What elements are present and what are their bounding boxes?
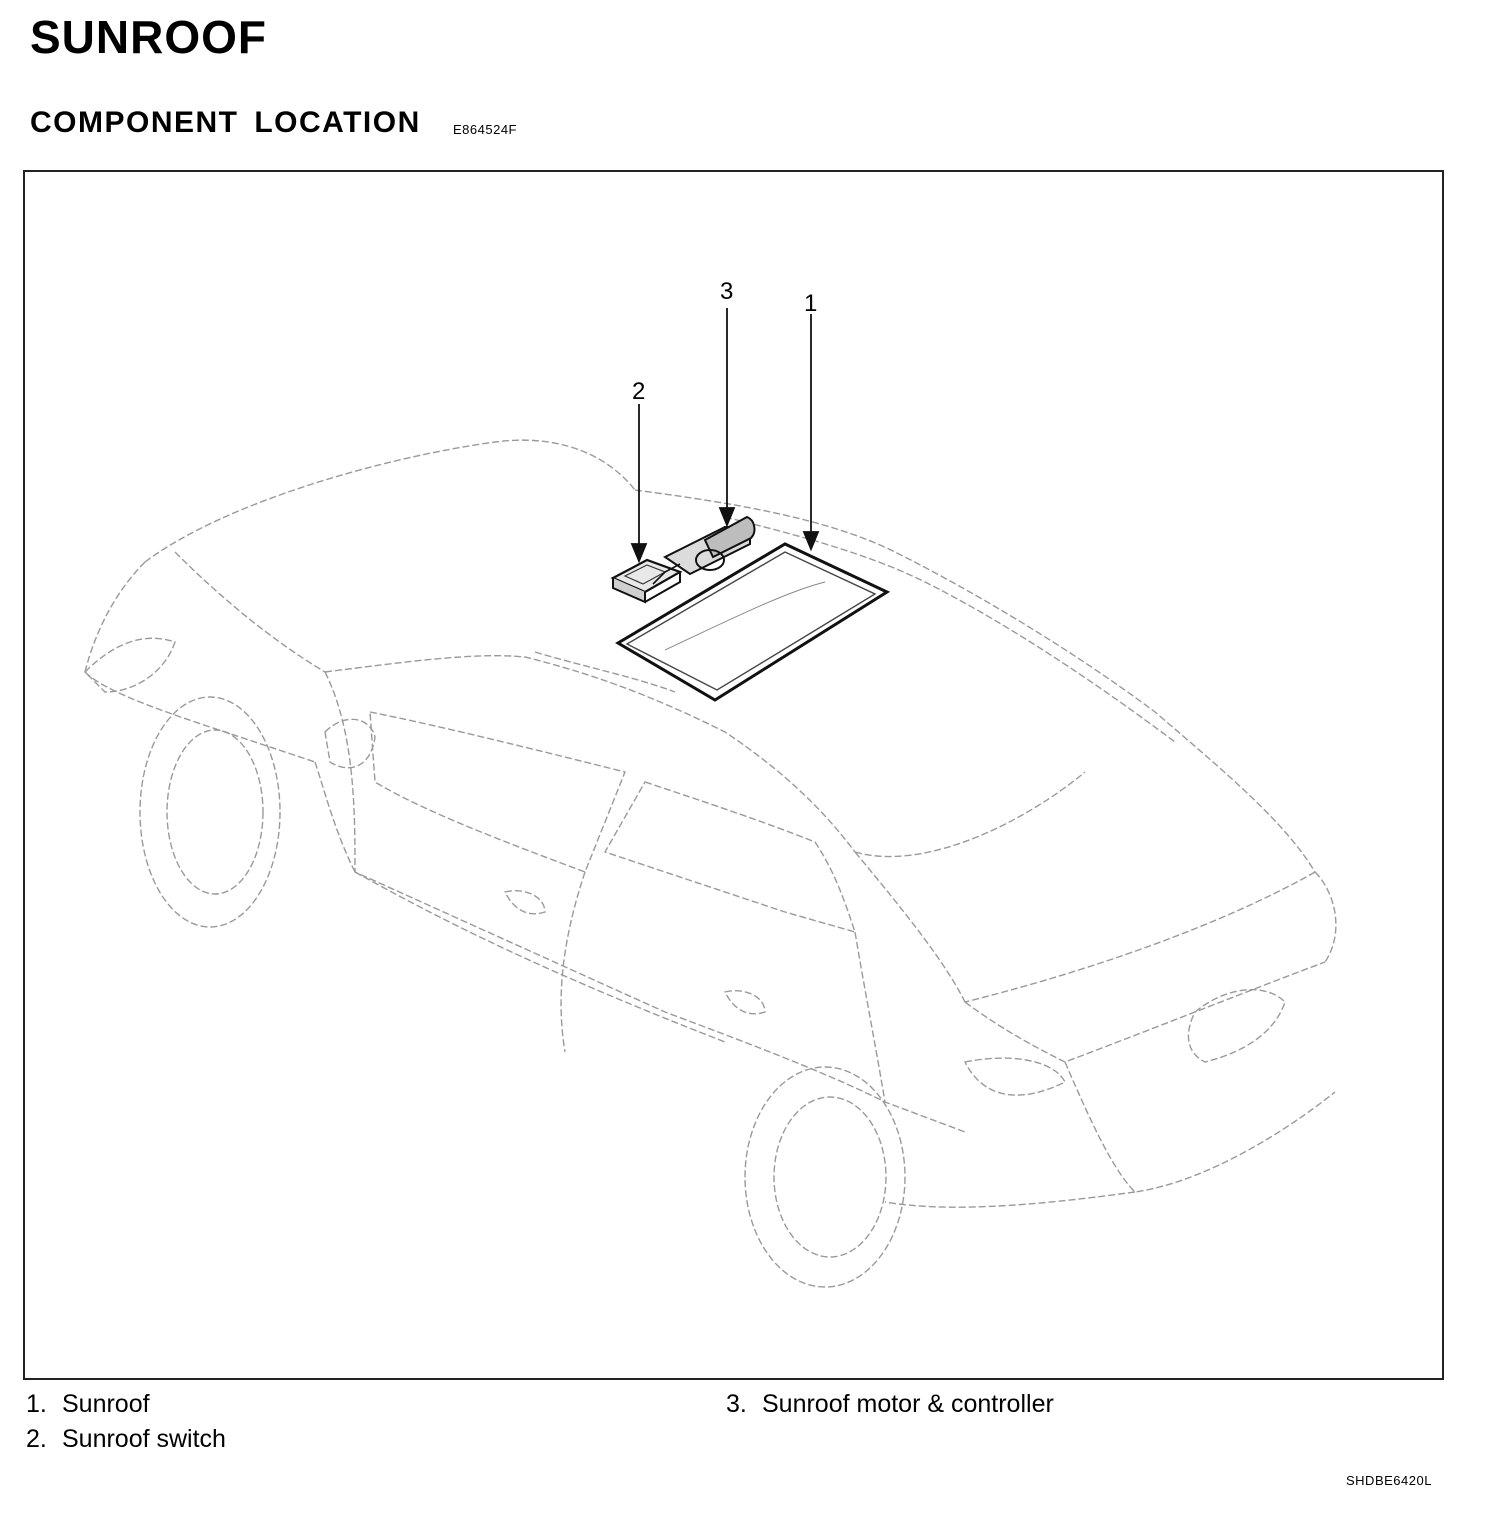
car-illustration [84, 308, 1337, 1288]
leader-arrow-2 [630, 543, 648, 564]
section-title: COMPONENT LOCATION [30, 106, 421, 139]
legend-number: 2. [26, 1425, 47, 1453]
leader-arrow-1 [802, 531, 820, 552]
legend-label: Sunroof motor & controller [762, 1390, 1054, 1418]
legend-item-sunroof: 1. Sunroof [26, 1390, 150, 1419]
page-title: SUNROOF [30, 11, 267, 63]
legend-label: Sunroof switch [62, 1425, 226, 1453]
leader-arrow-3 [718, 507, 736, 528]
legend-label: Sunroof [62, 1390, 150, 1418]
sunroof-switch [610, 558, 683, 604]
legend-item-sunroof-motor-controller: 3. Sunroof motor & controller [726, 1390, 1054, 1419]
sunroof-panel [615, 542, 891, 702]
sunroof-motor-controller [652, 515, 756, 585]
component-location-figure: 1 2 3 [23, 170, 1444, 1380]
legend-item-sunroof-switch: 2. Sunroof switch [26, 1425, 226, 1454]
callout-1: 1 [804, 290, 818, 317]
car-body-outline [84, 439, 1337, 1288]
callout-2: 2 [632, 378, 646, 405]
figure-code: SHDBE6420L [1346, 1473, 1432, 1488]
legend-number: 3. [726, 1390, 747, 1418]
legend-number: 1. [26, 1390, 47, 1418]
callout-3: 3 [720, 278, 734, 305]
callout-leaders [630, 308, 820, 564]
section-code: E864524F [453, 122, 517, 137]
